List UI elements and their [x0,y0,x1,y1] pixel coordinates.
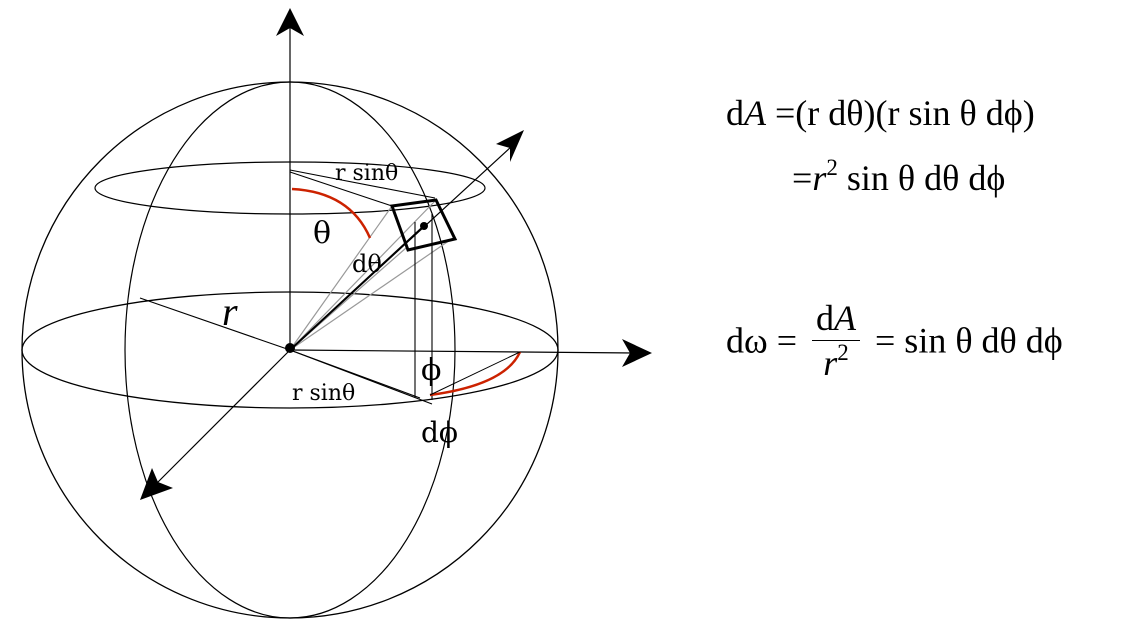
label-r-sin-theta-top: r sinθ [335,161,398,186]
area-line-2-r: r [812,158,827,198]
area-line-2-eq: = [792,158,813,198]
fraction-denominator: r2 [812,341,860,381]
label-theta: θ [313,216,331,251]
area-equation-line-2: =r2 sin θ dθ dϕ [792,156,1006,198]
numerator-d: d [816,298,834,338]
r-sin-theta-top-line [289,169,436,199]
solid-angle-equation: dω = dA r2 = sin θ dθ dϕ [726,300,1063,381]
label-r-sin-theta-bottom: r sinθ [292,381,355,406]
cone-line-1 [289,205,393,351]
area-line-1-rhs: =(r dθ)(r sin θ dϕ) [775,93,1035,133]
radial-arrowhead [496,130,524,162]
theta-arc [291,187,372,239]
numerator-var: A [834,298,856,338]
r-sin-theta-bottom-line-2 [289,349,433,405]
area-lhs-d: d [726,93,744,133]
area-line-2-rest: sin θ dθ dϕ [837,158,1006,198]
z-axis-arrowhead [276,8,304,36]
area-lhs-var: A [744,93,766,133]
solid-angle-rhs: = sin θ dθ dϕ [875,320,1063,361]
label-radius: r [222,289,238,334]
radius-line [139,297,291,351]
fraction-numerator: dA [812,300,860,341]
y-axis-arrowhead [140,468,173,500]
label-d-phi: dϕ [421,416,458,449]
origin-dot [285,343,295,353]
x-axis-arrowhead [622,339,652,367]
denominator-r: r [823,343,838,383]
cone-line-4 [289,237,454,351]
label-phi: ϕ [421,353,441,388]
area-equation-line-1: dA =(r dθ)(r sin θ dϕ) [726,95,1035,131]
phi-arc-end [429,351,521,396]
center-to-patch-line [289,225,425,351]
area-patch [389,198,458,252]
y-axis [151,349,291,489]
solid-angle-fraction: dA r2 [812,300,860,381]
r-sin-theta-top-line2 [289,171,393,207]
denominator-exp: 2 [837,340,849,365]
patch-center-dot [420,222,428,230]
area-line-2-exp: 2 [826,155,838,180]
phi-arc [429,351,522,397]
x-axis [289,349,636,354]
label-d-theta: dθ [352,250,382,278]
solid-angle-lhs: dω = [726,320,797,361]
cone-line-2 [289,199,437,351]
